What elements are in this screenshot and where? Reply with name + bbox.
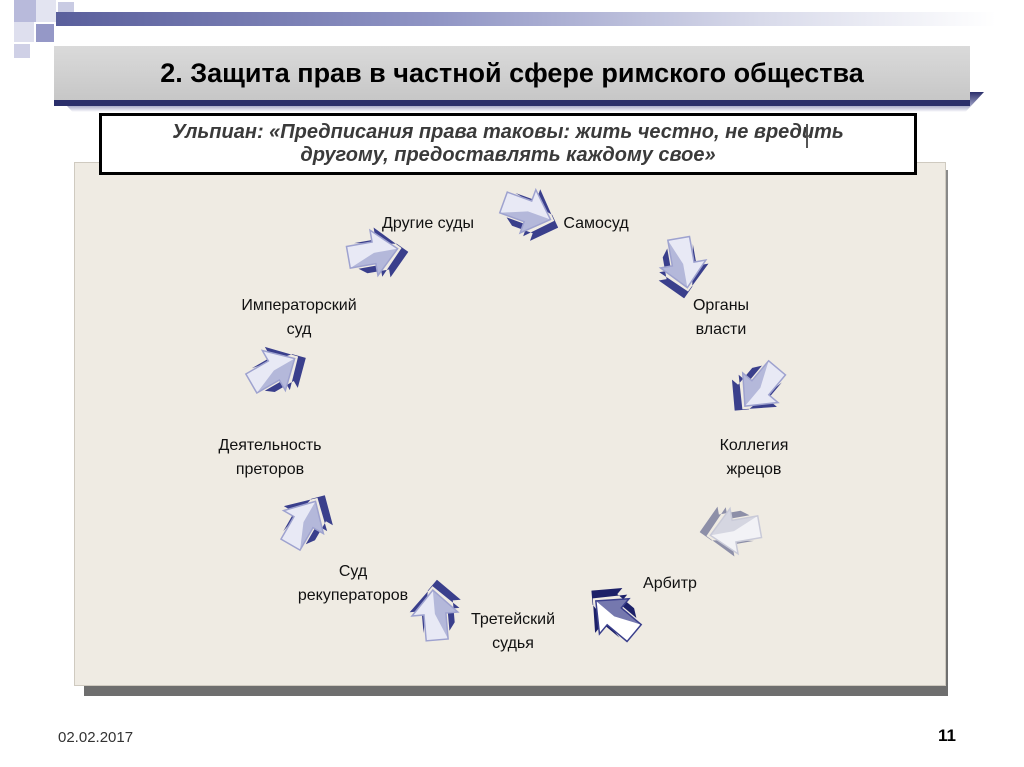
title-bar [54,46,970,100]
page-number: 11 [938,726,956,745]
footer-date: 02.02.2017 [58,729,134,746]
node-samosud: Самосуд [563,212,628,236]
cycle-arrow-icon [279,495,333,552]
node-imperatorskiy-sud: Императорский суд [241,294,356,342]
node-label-line: Суд [338,563,368,580]
node-deyatelnost-pretorov: Деятельность преторов [219,434,322,482]
corner-square [36,24,54,42]
cycle-arrow-icon [591,587,643,643]
cycle-arrow-icon [409,579,461,642]
corner-square [14,22,34,42]
cycle-arrow-icon [498,187,559,241]
node-label-line: Органы [692,297,750,314]
corner-square [14,0,36,22]
cycle-arrow-icon [699,506,763,557]
cycle-arrow-icon [345,227,409,278]
quote-box: Ульпиан: «Предписания права таковы: жить… [99,113,917,175]
node-kollegiya-zhretsov: Коллегия жрецов [720,434,789,482]
node-label-line: власти [695,321,747,338]
node-label-line: Деятельность [218,437,322,454]
node-label-line: Третейский [471,611,555,628]
node-label-line: рекуператоров [297,587,409,604]
node-organy-vlasti: Органы власти [693,294,749,342]
quote-line-2: другому, предоставлять каждому свое» [300,144,716,166]
quote-line-1: Ульпиан: «Предписания права таковы: жить… [172,121,844,143]
node-arbitr: Арбитр [643,572,697,596]
cycle-arrow-icon [731,359,787,411]
node-label-line: жрецов [726,461,782,478]
node-label-line: суд [286,321,312,338]
node-label-line: Другие суды [382,215,474,232]
cycle-arrow-icon [244,346,306,395]
node-label-line: Самосуд [563,215,629,232]
node-label-line: Арбитр [643,575,697,592]
corner-square [14,44,30,58]
node-label-line: Коллегия [719,437,789,454]
node-sud-rekuperatorov: Суд рекуператоров [298,560,408,608]
text-cursor [806,124,808,148]
node-drugie-sudy: Другие суды [382,212,474,236]
node-label-line: судья [492,635,534,652]
node-treteyskiy-sudya: Третейский судья [471,608,555,656]
header-gradient-bar [56,12,996,26]
corner-square [36,0,56,22]
node-label-line: Императорский [241,297,357,314]
cycle-arrow-icon [658,235,709,299]
slide-title: 2. Защита прав в частной сфере римского … [160,58,864,88]
node-label-line: преторов [235,461,305,478]
